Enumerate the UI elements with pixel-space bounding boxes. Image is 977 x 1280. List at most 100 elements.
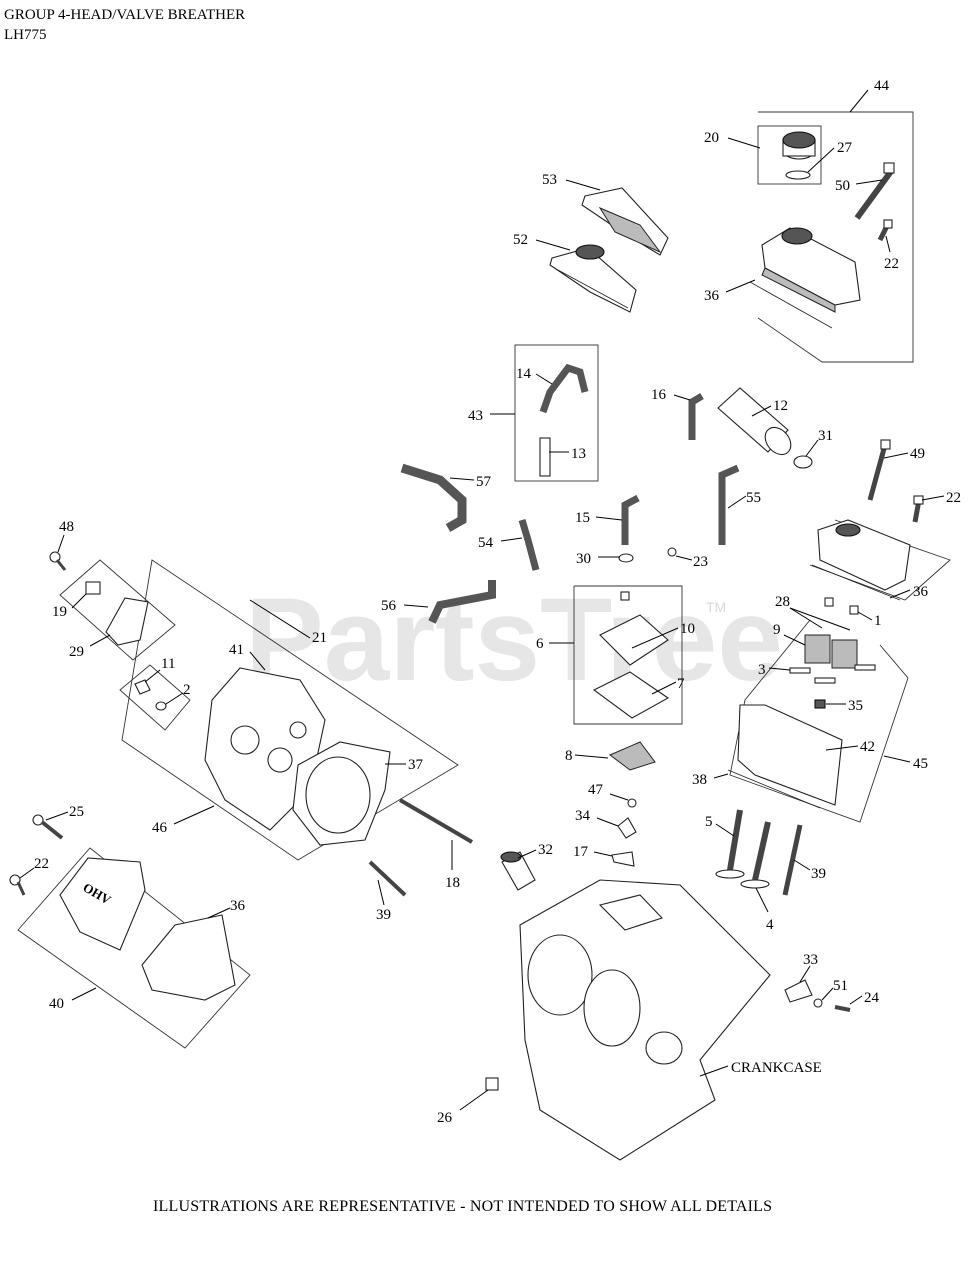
callout-31: 31 xyxy=(805,428,833,457)
svg-text:8: 8 xyxy=(565,748,573,764)
bracket-34-part xyxy=(617,817,637,839)
callout-8: 8 xyxy=(565,748,609,764)
svg-text:29: 29 xyxy=(69,644,84,660)
tube-55-part xyxy=(718,464,740,545)
callout-54: 54 xyxy=(478,535,523,551)
tube-15-part xyxy=(621,494,640,545)
svg-text:10: 10 xyxy=(680,621,695,637)
callout-17: 17 xyxy=(573,844,613,860)
callout-39-right: 39 xyxy=(793,859,826,882)
hose-56-part xyxy=(428,580,496,624)
callout-57: 57 xyxy=(449,474,492,490)
cover-53-part xyxy=(581,187,669,256)
bracket-33-part xyxy=(784,979,851,1012)
fitting-13-part xyxy=(539,437,551,477)
valve-cover-36-right-part xyxy=(811,519,911,601)
callout-43: 43 xyxy=(468,408,515,424)
screw-23-part xyxy=(667,547,677,557)
callout-40: 40 xyxy=(49,987,97,1012)
breather-6-part xyxy=(592,591,670,719)
callout-46: 46 xyxy=(152,805,215,836)
callout-52: 52 xyxy=(513,232,571,251)
svg-text:49: 49 xyxy=(910,446,925,462)
svg-text:40: 40 xyxy=(49,996,64,1012)
svg-text:47: 47 xyxy=(588,782,604,798)
callout-51: 51 xyxy=(821,978,848,1001)
callout-38: 38 xyxy=(692,772,729,788)
svg-text:15: 15 xyxy=(575,510,590,526)
svg-text:17: 17 xyxy=(573,844,589,860)
callout-53: 53 xyxy=(542,172,601,191)
svg-text:43: 43 xyxy=(468,408,483,424)
svg-text:18: 18 xyxy=(445,875,460,891)
svg-text:7: 7 xyxy=(677,676,685,692)
callout-11: 11 xyxy=(144,656,175,683)
callout-36-top: 36 xyxy=(704,279,756,304)
svg-text:32: 32 xyxy=(538,842,553,858)
kit-box-11 xyxy=(119,664,191,731)
callout-4: 4 xyxy=(755,887,774,933)
callout-15: 15 xyxy=(575,510,623,526)
bracket-17-part xyxy=(611,851,635,867)
callout-25: 25 xyxy=(45,804,84,821)
callout-18: 18 xyxy=(445,840,460,891)
screw-47-part xyxy=(627,798,637,808)
callout-45: 45 xyxy=(883,755,928,772)
deflector-8-part xyxy=(609,741,656,771)
svg-text:31: 31 xyxy=(818,428,833,444)
callout-24: 24 xyxy=(849,990,880,1006)
callout-30: 30 xyxy=(576,551,620,567)
cylinder-head-42-part xyxy=(727,704,843,809)
hose-54-part xyxy=(518,518,540,571)
svg-text:9: 9 xyxy=(773,622,781,638)
svg-text:54: 54 xyxy=(478,535,494,551)
washer-2-part xyxy=(155,701,167,711)
callout-5: 5 xyxy=(705,814,735,837)
bolt-49-part xyxy=(867,439,891,501)
push-rod-39-part xyxy=(368,860,407,897)
watermark-tm: TM xyxy=(706,599,726,615)
hose-14-part xyxy=(539,363,589,414)
tube-32-part xyxy=(500,851,536,891)
callout-3: 3 xyxy=(758,662,791,678)
svg-text:30: 30 xyxy=(576,551,591,567)
svg-text:22: 22 xyxy=(34,856,49,872)
svg-text:36: 36 xyxy=(913,584,929,600)
svg-text:27: 27 xyxy=(837,140,853,156)
crankcase-leader xyxy=(699,1065,729,1077)
oil-fill-cap-part xyxy=(782,131,816,180)
svg-text:22: 22 xyxy=(946,490,961,506)
svg-text:55: 55 xyxy=(746,490,761,506)
model-number: LH775 xyxy=(4,27,47,43)
svg-text:1: 1 xyxy=(874,613,882,629)
nut-11-part xyxy=(134,679,151,695)
plug-26-part xyxy=(485,1077,499,1091)
screw-48-part xyxy=(49,551,67,571)
callout-23: 23 xyxy=(675,554,708,570)
callout-22-left: 22 xyxy=(19,856,49,879)
svg-text:11: 11 xyxy=(161,656,175,672)
svg-text:42: 42 xyxy=(860,739,875,755)
svg-text:51: 51 xyxy=(833,978,848,994)
valve-cover-40-part: OHV xyxy=(59,857,146,951)
callout-10: 10 xyxy=(631,621,695,649)
rocker-29-part xyxy=(105,597,149,646)
callout-9: 9 xyxy=(773,622,806,646)
bolt-22-right-part xyxy=(912,495,924,523)
callout-26: 26 xyxy=(437,1089,489,1126)
seal-35-part xyxy=(814,699,826,709)
clamp-31-part xyxy=(793,455,813,469)
svg-text:41: 41 xyxy=(229,642,244,658)
svg-text:37: 37 xyxy=(408,757,424,773)
svg-text:44: 44 xyxy=(874,78,890,94)
svg-text:4: 4 xyxy=(766,917,774,933)
callout-33: 33 xyxy=(799,952,818,983)
callout-48: 48 xyxy=(57,519,74,553)
svg-text:56: 56 xyxy=(381,598,397,614)
svg-text:2: 2 xyxy=(183,682,191,698)
svg-text:6: 6 xyxy=(536,636,544,652)
callout-28: 28 xyxy=(775,594,851,631)
callout-27: 27 xyxy=(807,140,853,173)
callout-14: 14 xyxy=(516,366,553,385)
bolt-22-left-part xyxy=(9,874,26,896)
